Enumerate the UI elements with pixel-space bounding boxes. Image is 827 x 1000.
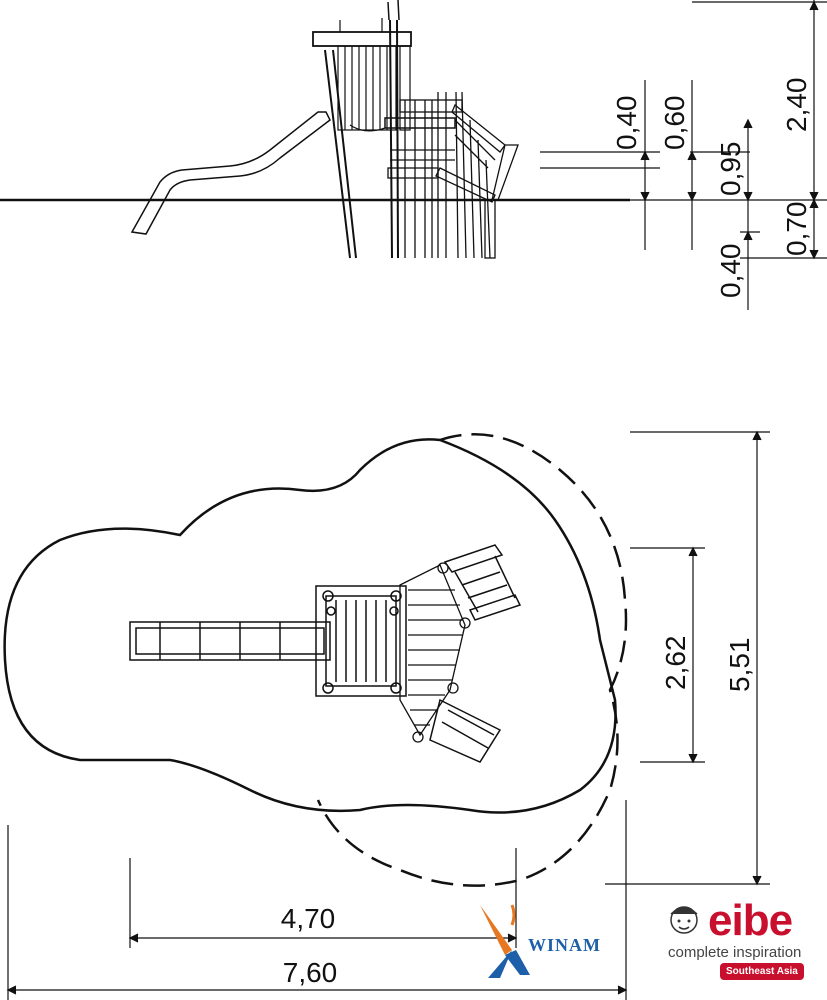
dim-side-0-60: 0,60 xyxy=(659,96,690,151)
slide-side xyxy=(130,111,331,235)
post-top xyxy=(387,1,390,21)
eibe-logo-text: eibe xyxy=(708,896,793,945)
climbing-structure xyxy=(387,91,519,259)
winam-logo-text: WINAM xyxy=(528,935,601,955)
dim-side-0-40-top: 0,40 xyxy=(611,96,642,151)
slide-plan xyxy=(129,621,331,661)
side-dimension-labels: 0,40 0,60 0,95 2,40 0,70 0,40 xyxy=(611,78,812,299)
post-top xyxy=(397,0,400,21)
tower-post xyxy=(324,49,351,259)
eibe-tagline: complete inspiration xyxy=(668,944,802,961)
side-elevation: 0,40 0,60 0,95 2,40 0,70 0,40 xyxy=(0,0,827,310)
dim-plan-5-51: 5,51 xyxy=(724,638,755,693)
safety-zone-solid xyxy=(3,438,617,814)
dim-side-0-70: 0,70 xyxy=(781,202,812,257)
dim-plan-7-60: 7,60 xyxy=(283,957,338,988)
dim-side-0-40-bottom: 0,40 xyxy=(715,244,746,299)
platform-deck xyxy=(384,117,456,129)
winam-logo-mark xyxy=(480,904,530,978)
dim-side-2-40: 2,40 xyxy=(781,78,812,133)
tower-wall xyxy=(337,45,411,131)
tower-post xyxy=(332,49,357,259)
plan-view: 2,62 5,51 4,70 7,60 xyxy=(3,430,770,1000)
ladder-plan xyxy=(443,544,522,621)
plan-dimension-lines xyxy=(6,430,770,1000)
safety-zone-dashed xyxy=(316,433,628,887)
eibe-region-badge: Southeast Asia xyxy=(720,963,804,980)
ramp-plan xyxy=(429,698,502,763)
side-dimension-lines xyxy=(540,0,827,310)
tower-post xyxy=(396,19,399,259)
dim-plan-4-70: 4,70 xyxy=(281,903,336,934)
tower-plan xyxy=(315,585,407,697)
dim-side-0-95: 0,95 xyxy=(715,142,746,197)
plan-dimension-labels: 2,62 5,51 4,70 7,60 xyxy=(281,636,755,989)
eibe-face-icon xyxy=(670,906,698,934)
platform-plan xyxy=(399,562,471,743)
tower-post xyxy=(389,19,393,259)
dim-plan-2-62: 2,62 xyxy=(660,636,691,691)
